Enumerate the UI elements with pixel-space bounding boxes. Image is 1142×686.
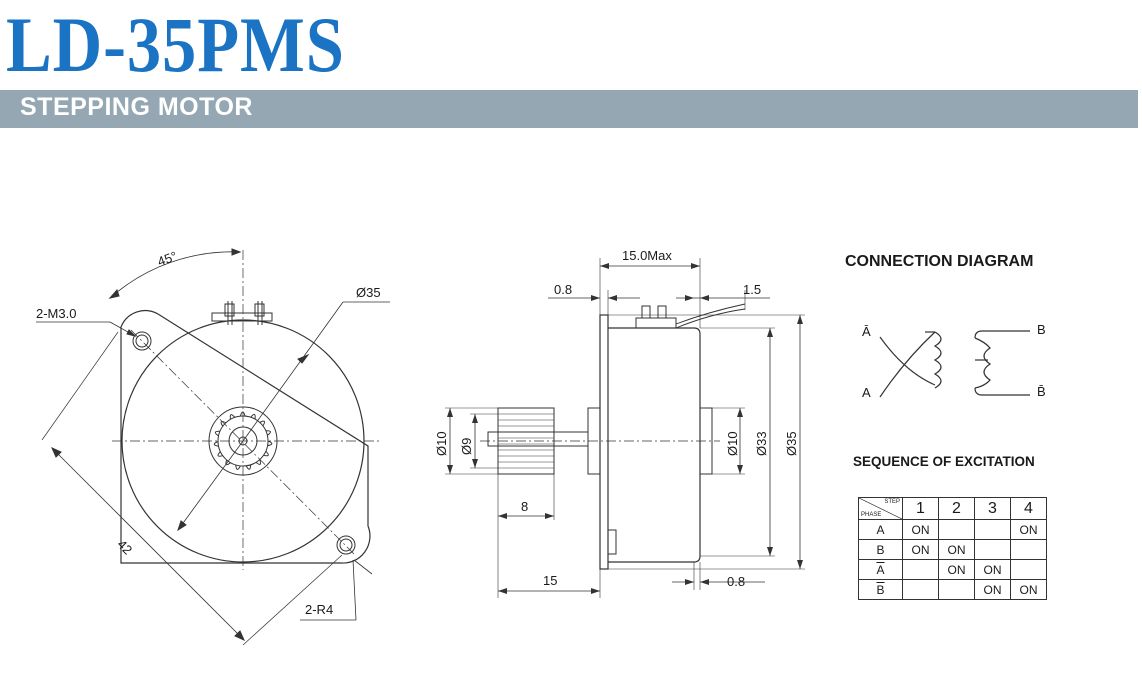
phase-cell: A: [858, 519, 903, 540]
table-cell: ON: [902, 519, 939, 540]
table-cell: ON: [974, 579, 1011, 600]
table-cell: ON: [938, 559, 975, 580]
gear-od-label: Ø10: [434, 431, 449, 456]
excitation-table: STEP PHASE 1 2 3 4 A ON ON B ON ON A ON …: [858, 497, 1047, 600]
table-cell: [974, 539, 1011, 560]
phase-cell: B: [858, 579, 903, 600]
radius-label: 2-R4: [305, 602, 333, 617]
table-cell: [902, 579, 939, 600]
rear-offset-label: 0.8: [727, 574, 745, 589]
table-cell: [974, 519, 1011, 540]
conn-bbar-label: B̄: [1037, 384, 1046, 399]
side-motor-body: [608, 327, 701, 563]
mount-hole-bottom: [336, 535, 356, 555]
table-row: A ON ON: [858, 519, 1047, 540]
table-cell: [1010, 559, 1047, 580]
mount-hole-label: 2-M3.0: [36, 306, 76, 321]
boss-diameter-label: Ø10: [725, 431, 740, 456]
front-view: [36, 248, 390, 646]
phase-cell: A: [858, 559, 903, 580]
mounting-flange: [120, 310, 371, 564]
conn-a-label: A: [862, 385, 871, 400]
conn-abar-label: Ā: [862, 324, 871, 339]
table-cell: [938, 519, 975, 540]
table-row: B ON ON: [858, 539, 1047, 560]
pitch-label: 42: [114, 537, 135, 558]
table-row: B ON ON: [858, 579, 1047, 600]
table-row: A ON ON: [858, 559, 1047, 580]
side-flange: [599, 314, 609, 570]
table-cell: [938, 579, 975, 600]
conn-b-label: B: [1037, 322, 1046, 337]
mount-hole-top: [132, 331, 152, 351]
table-cell: ON: [902, 539, 939, 560]
table-cell: ON: [974, 559, 1011, 580]
depth-label: 15.0Max: [622, 248, 672, 263]
table-header-row: STEP PHASE 1 2 3 4: [858, 497, 1047, 520]
front-diameter-label: Ø35: [356, 285, 381, 300]
side-view: [445, 258, 805, 598]
flange-thickness-label: 0.8: [554, 282, 572, 297]
flange-diameter-label: Ø35: [784, 431, 799, 456]
step-header: 2: [938, 497, 975, 520]
table-cell: ON: [938, 539, 975, 560]
step-header: 3: [974, 497, 1011, 520]
gear-length-label: 8: [521, 499, 528, 514]
subtitle: STEPPING MOTOR: [20, 93, 253, 121]
table-corner-cell: STEP PHASE: [858, 497, 903, 520]
corner-step-label: STEP: [884, 499, 900, 505]
table-cell: ON: [1010, 579, 1047, 600]
model-title: LD-35PMS: [6, 1, 345, 88]
step-header: 4: [1010, 497, 1047, 520]
table-cell: ON: [1010, 519, 1047, 540]
body-diameter-label: Ø33: [754, 431, 769, 456]
shaft-length-label: 15: [543, 573, 557, 588]
table-cell: [902, 559, 939, 580]
step-header: 1: [902, 497, 939, 520]
lead-offset-label: 1.5: [743, 282, 761, 297]
phase-cell: B: [858, 539, 903, 560]
sequence-title: SEQUENCE OF EXCITATION: [853, 454, 1035, 469]
corner-phase-label: PHASE: [861, 512, 882, 518]
connection-diagram: [879, 330, 1030, 398]
angle-label: 45°: [155, 248, 179, 269]
table-cell: [1010, 539, 1047, 560]
gear-id-label: Ø9: [459, 438, 474, 455]
connection-title: CONNECTION DIAGRAM: [845, 253, 1034, 270]
subtitle-band: STEPPING MOTOR: [0, 90, 1138, 128]
